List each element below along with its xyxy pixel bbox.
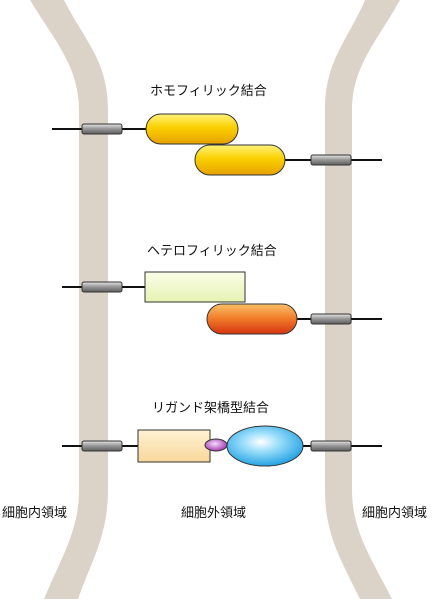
- homophilic-protein-1: [145, 113, 239, 145]
- heterophilic-protein-a: [144, 271, 246, 303]
- receptor-box: [137, 429, 211, 463]
- homophilic-pair: [52, 113, 382, 176]
- transmembrane-segment: [310, 440, 352, 452]
- transmembrane-segment: [81, 123, 123, 135]
- transmembrane-segment: [310, 313, 352, 325]
- receptor-ellipse: [226, 425, 304, 467]
- intracellular-left-label: 細胞内領域: [2, 506, 68, 521]
- ligand-bridged-complex: [62, 425, 382, 467]
- transmembrane-segment: [81, 440, 123, 452]
- intracellular-right-label: 細胞内領域: [362, 506, 428, 521]
- ligand-bridged-binding-label: リガンド架橋型結合: [152, 401, 270, 416]
- transmembrane-segment: [81, 281, 123, 293]
- heterophilic-binding-label: ヘテロフィリック結合: [147, 244, 277, 259]
- extracellular-label: 細胞外領域: [181, 506, 247, 521]
- heterophilic-pair: [62, 271, 382, 335]
- heterophilic-protein-b: [206, 303, 298, 335]
- homophilic-binding-label: ホモフィリック結合: [150, 84, 267, 99]
- homophilic-protein-2: [194, 144, 286, 176]
- ligand-molecule: [204, 438, 228, 452]
- transmembrane-segment: [310, 154, 352, 166]
